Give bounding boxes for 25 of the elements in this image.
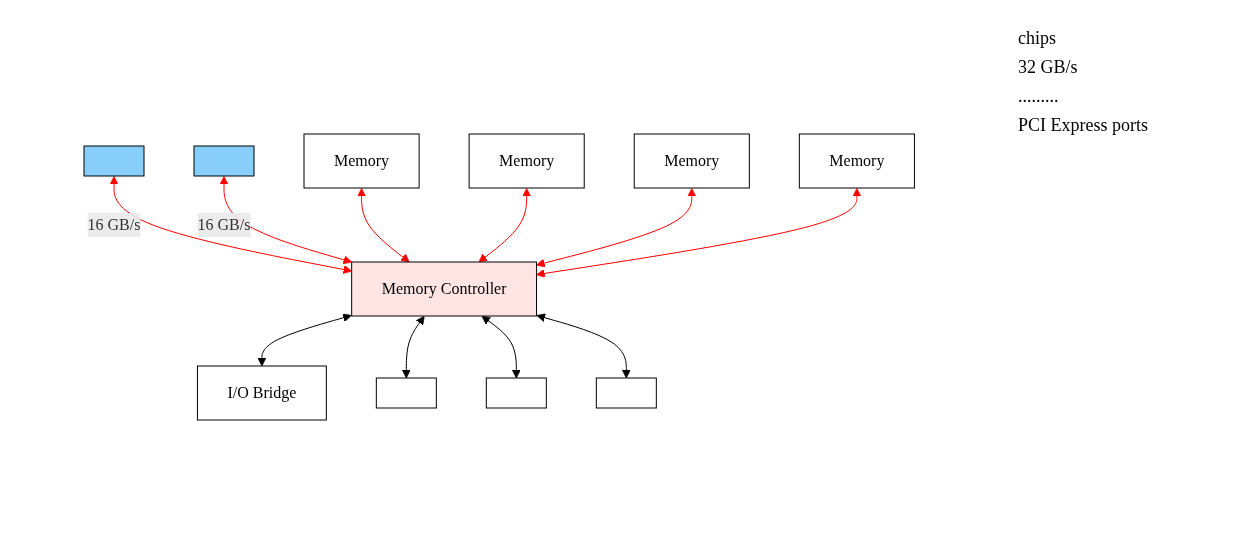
arrow (401, 315, 425, 378)
arrow (481, 315, 521, 378)
node-box: Memory (798, 133, 915, 188)
edge-label: 16 GB/s (197, 215, 251, 233)
node-box: Memory (633, 133, 750, 188)
node-box (595, 377, 657, 408)
note-label: 32 GB/s (1018, 57, 1079, 78)
note-label: PCI Express ports (1018, 115, 1149, 136)
arrow (478, 187, 531, 262)
node-box: I/O Bridge (196, 365, 327, 420)
edge-label: 16 GB/s (87, 215, 141, 233)
arrow (536, 312, 631, 378)
arrow (535, 187, 696, 267)
note-label: ......... (1018, 86, 1060, 107)
note-label: chips (1018, 28, 1057, 49)
arrow (535, 187, 862, 278)
node-box (375, 377, 437, 408)
node-box: Memory (468, 133, 585, 188)
node-box (193, 145, 255, 176)
node-box (83, 145, 145, 176)
arrow (257, 312, 352, 366)
node-box (485, 377, 547, 408)
arrow (356, 187, 410, 262)
node-box: Memory Controller (350, 261, 537, 316)
node-box: Memory (303, 133, 420, 188)
